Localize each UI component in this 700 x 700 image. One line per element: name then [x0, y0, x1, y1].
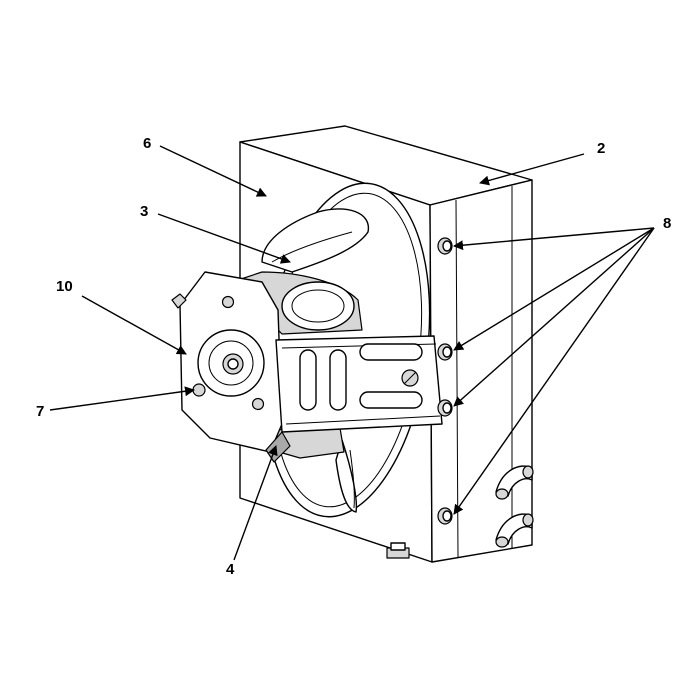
bracket-slot-2 — [329, 349, 347, 411]
plate-bolt-top — [221, 295, 235, 309]
leader-7 — [49, 386, 195, 411]
plate-bolt-right — [251, 397, 265, 411]
plate-bolt-left — [192, 383, 206, 397]
leader-4 — [233, 445, 278, 561]
side-bolt-1 — [437, 237, 453, 255]
callout-6: 6 — [143, 135, 151, 152]
leader-6 — [159, 145, 267, 197]
leader-8c — [453, 227, 655, 407]
side-bolt-4 — [437, 507, 453, 525]
fan-blade-bottom — [335, 439, 358, 513]
bracket-slot-1 — [299, 349, 317, 411]
callout-4: 4 — [226, 561, 235, 578]
callout-8: 8 — [663, 215, 671, 232]
leader-8a — [453, 227, 655, 251]
side-bolt-2 — [437, 343, 453, 361]
callout-10: 10 — [56, 278, 73, 295]
motor-mount-plate — [171, 271, 283, 453]
callout-7: 7 — [36, 403, 44, 420]
leader-2 — [479, 153, 585, 186]
bracket-slot-3 — [359, 343, 423, 361]
callout-labels: 2 3 4 6 7 8 10 — [36, 135, 671, 578]
leader-10 — [81, 295, 187, 355]
leader-8b — [453, 227, 655, 351]
side-bolt-3 — [437, 399, 453, 417]
base-bolt — [386, 542, 410, 559]
callout-3: 3 — [140, 203, 148, 220]
hose-fittings — [495, 465, 534, 548]
callout-2: 2 — [597, 140, 605, 157]
leader-3 — [157, 213, 291, 264]
support-bracket — [265, 335, 443, 463]
callout-leaders — [49, 145, 655, 561]
housing-side-face — [429, 179, 533, 563]
side-bolts — [437, 237, 453, 525]
leader-8d — [453, 227, 655, 515]
bracket-slot-4 — [359, 391, 423, 409]
